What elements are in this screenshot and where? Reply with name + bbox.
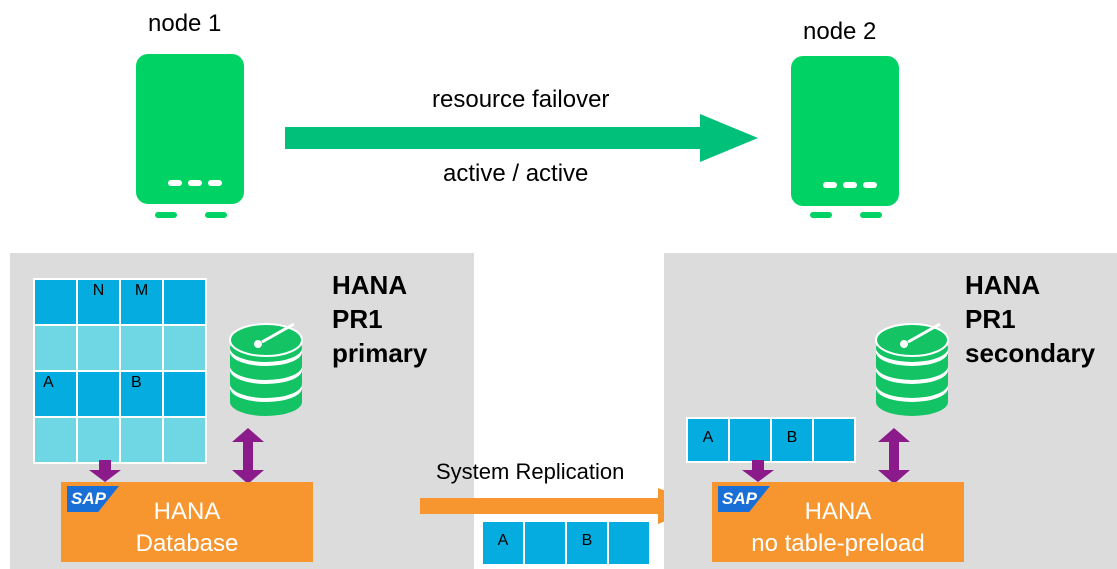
table-cell: A xyxy=(34,371,77,417)
node2-foot-left xyxy=(810,212,832,218)
primary-title: HANA PR1 primary xyxy=(332,270,428,368)
replication-row: A B xyxy=(481,520,651,566)
table-cell xyxy=(34,325,77,371)
table-cell xyxy=(163,417,206,463)
table-cell xyxy=(163,279,206,325)
secondary-disk-icon xyxy=(875,322,949,416)
primary-disk-icon xyxy=(229,322,303,416)
table-cell: B xyxy=(120,371,163,417)
table-cell: B xyxy=(566,521,608,565)
table-cell: A xyxy=(687,418,729,462)
table-cell xyxy=(163,371,206,417)
secondary-row-down-arrow-icon xyxy=(742,460,774,482)
table-cell xyxy=(77,371,120,417)
table-cell xyxy=(120,417,163,463)
primary-db-line1: HANA xyxy=(153,498,221,525)
replication-label: System Replication xyxy=(436,459,625,484)
table-cell xyxy=(77,325,120,371)
table-cell xyxy=(163,325,206,371)
primary-disk-double-arrow-icon xyxy=(232,428,264,484)
failover-arrow-icon xyxy=(285,114,758,162)
secondary-title: HANA PR1 secondary xyxy=(965,270,1096,368)
table-cell xyxy=(729,418,771,462)
primary-db-line2: Database xyxy=(135,530,239,557)
node1-server-icon xyxy=(136,54,244,204)
table-cell xyxy=(34,279,77,325)
primary-table-down-arrow-icon xyxy=(89,460,121,482)
primary-hana-database-box: SAP HANA Database xyxy=(61,482,313,562)
table-cell xyxy=(608,521,650,565)
node2-label: node 2 xyxy=(803,18,877,45)
failover-bottom-label: active / active xyxy=(443,160,589,187)
table-cell: B xyxy=(771,418,813,462)
secondary-row: A B xyxy=(686,417,856,463)
node1-foot-right xyxy=(205,212,227,218)
table-cell xyxy=(77,417,120,463)
secondary-hana-database-box: SAP HANA no table-preload xyxy=(712,482,964,562)
table-cell xyxy=(813,418,855,462)
node1-label: node 1 xyxy=(148,10,222,37)
primary-table: N M A B xyxy=(33,278,207,464)
node2-server-icon xyxy=(791,56,899,206)
table-cell xyxy=(524,521,566,565)
secondary-disk-double-arrow-icon xyxy=(878,428,910,484)
table-cell xyxy=(120,325,163,371)
table-cell: A xyxy=(482,521,524,565)
node2-foot-right xyxy=(860,212,882,218)
failover-top-label: resource failover xyxy=(432,86,610,113)
node1-foot-left xyxy=(155,212,177,218)
secondary-db-line1: HANA xyxy=(804,498,872,525)
secondary-db-line2: no table-preload xyxy=(751,530,925,557)
table-cell xyxy=(34,417,77,463)
table-cell: N xyxy=(77,279,120,325)
table-cell: M xyxy=(120,279,163,325)
